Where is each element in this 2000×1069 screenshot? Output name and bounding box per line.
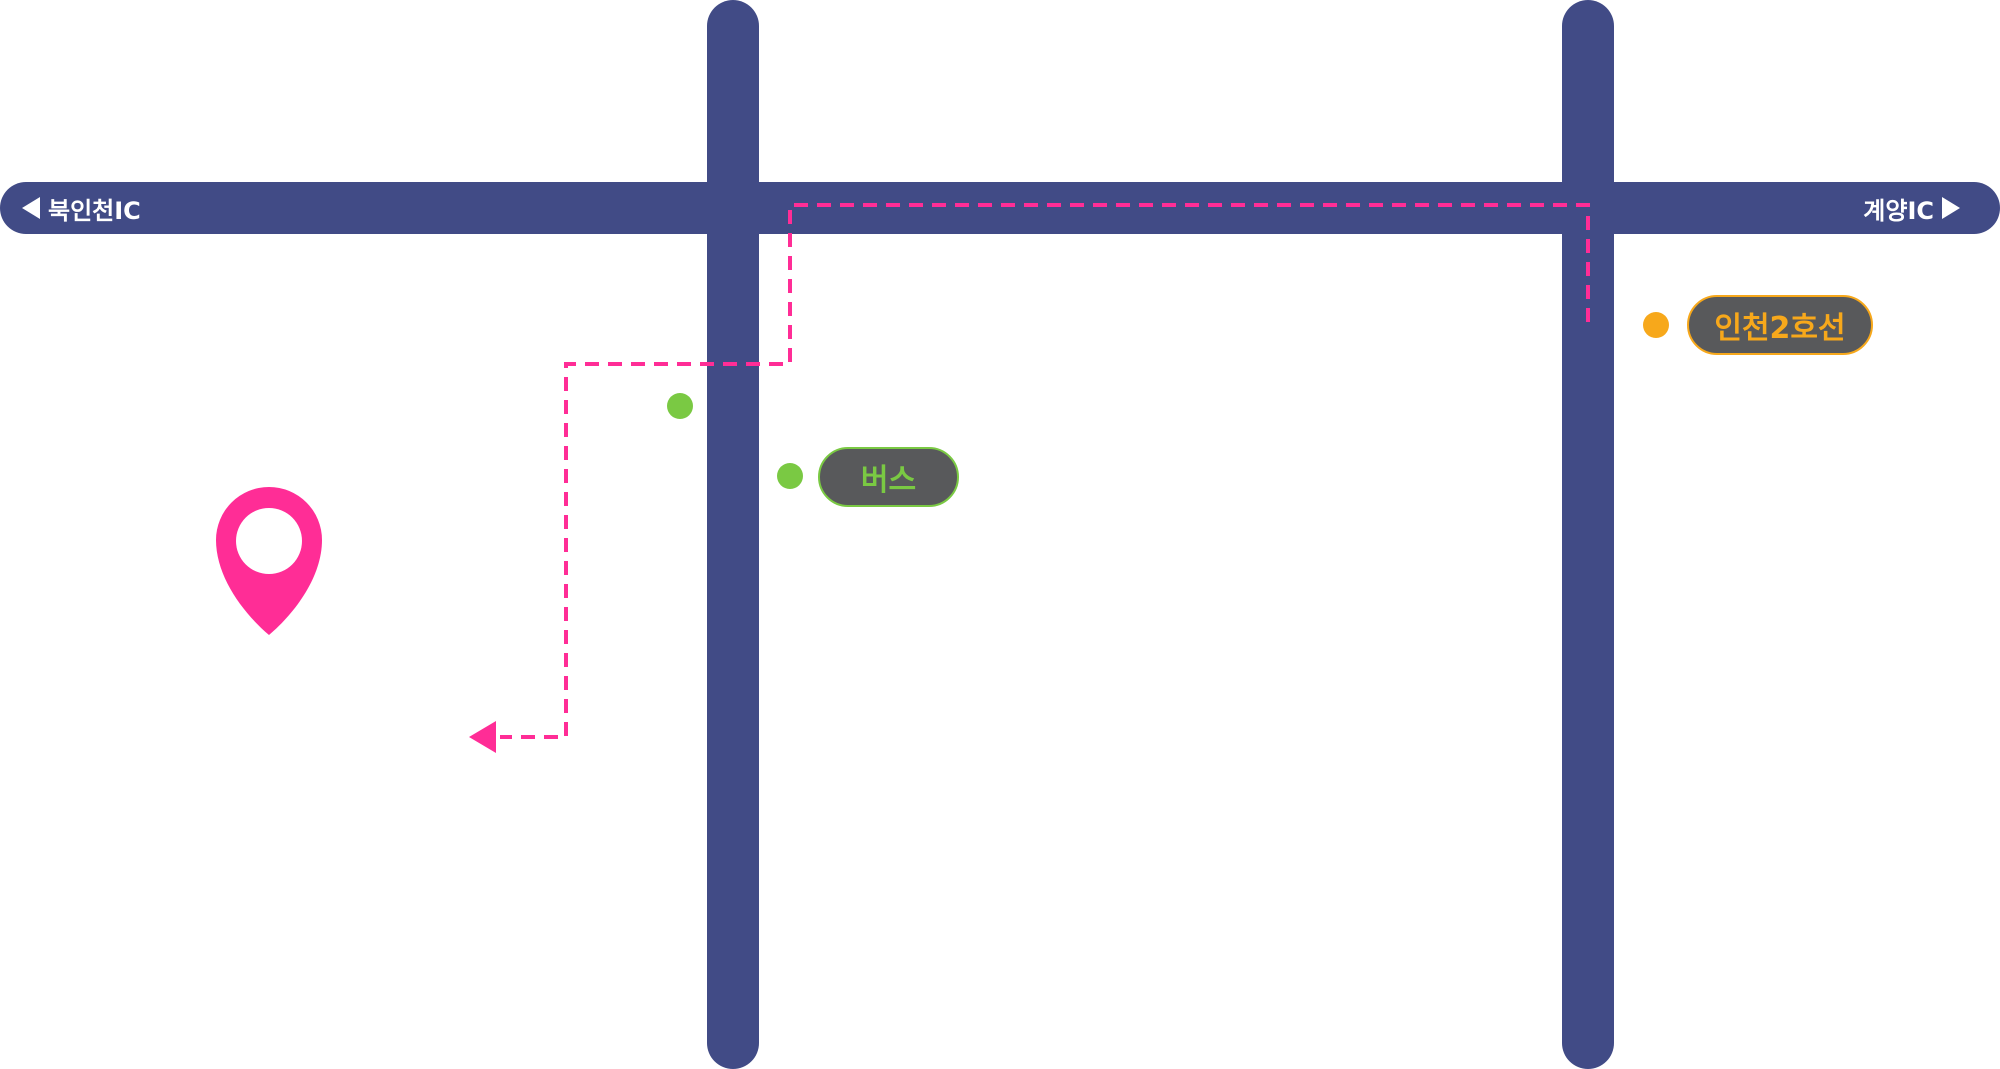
road-vertical-right <box>1562 0 1614 1069</box>
bus-stop-dot <box>777 463 803 489</box>
route-arrow-icon <box>469 721 496 753</box>
ic-right-label: 계양IC <box>1863 190 1960 226</box>
left-triangle-icon <box>22 197 40 219</box>
location-pin-icon <box>216 487 322 635</box>
bus-badge: 버스 <box>818 447 959 507</box>
bus-label: 버스 <box>860 463 917 498</box>
subway-station-dot <box>1643 312 1669 338</box>
road-vertical-left <box>707 0 759 1069</box>
ic-right-text: 계양IC <box>1863 196 1934 225</box>
route-path <box>500 203 1590 739</box>
bus-stop-dot <box>667 393 693 419</box>
ic-left-label: 북인천IC <box>22 190 141 226</box>
subway-label: 인천2호선 <box>1714 311 1846 346</box>
right-triangle-icon <box>1942 197 1960 219</box>
ic-left-text: 북인천IC <box>48 196 141 225</box>
subway-badge: 인천2호선 <box>1687 295 1873 355</box>
main-road-horizontal <box>0 182 2000 234</box>
